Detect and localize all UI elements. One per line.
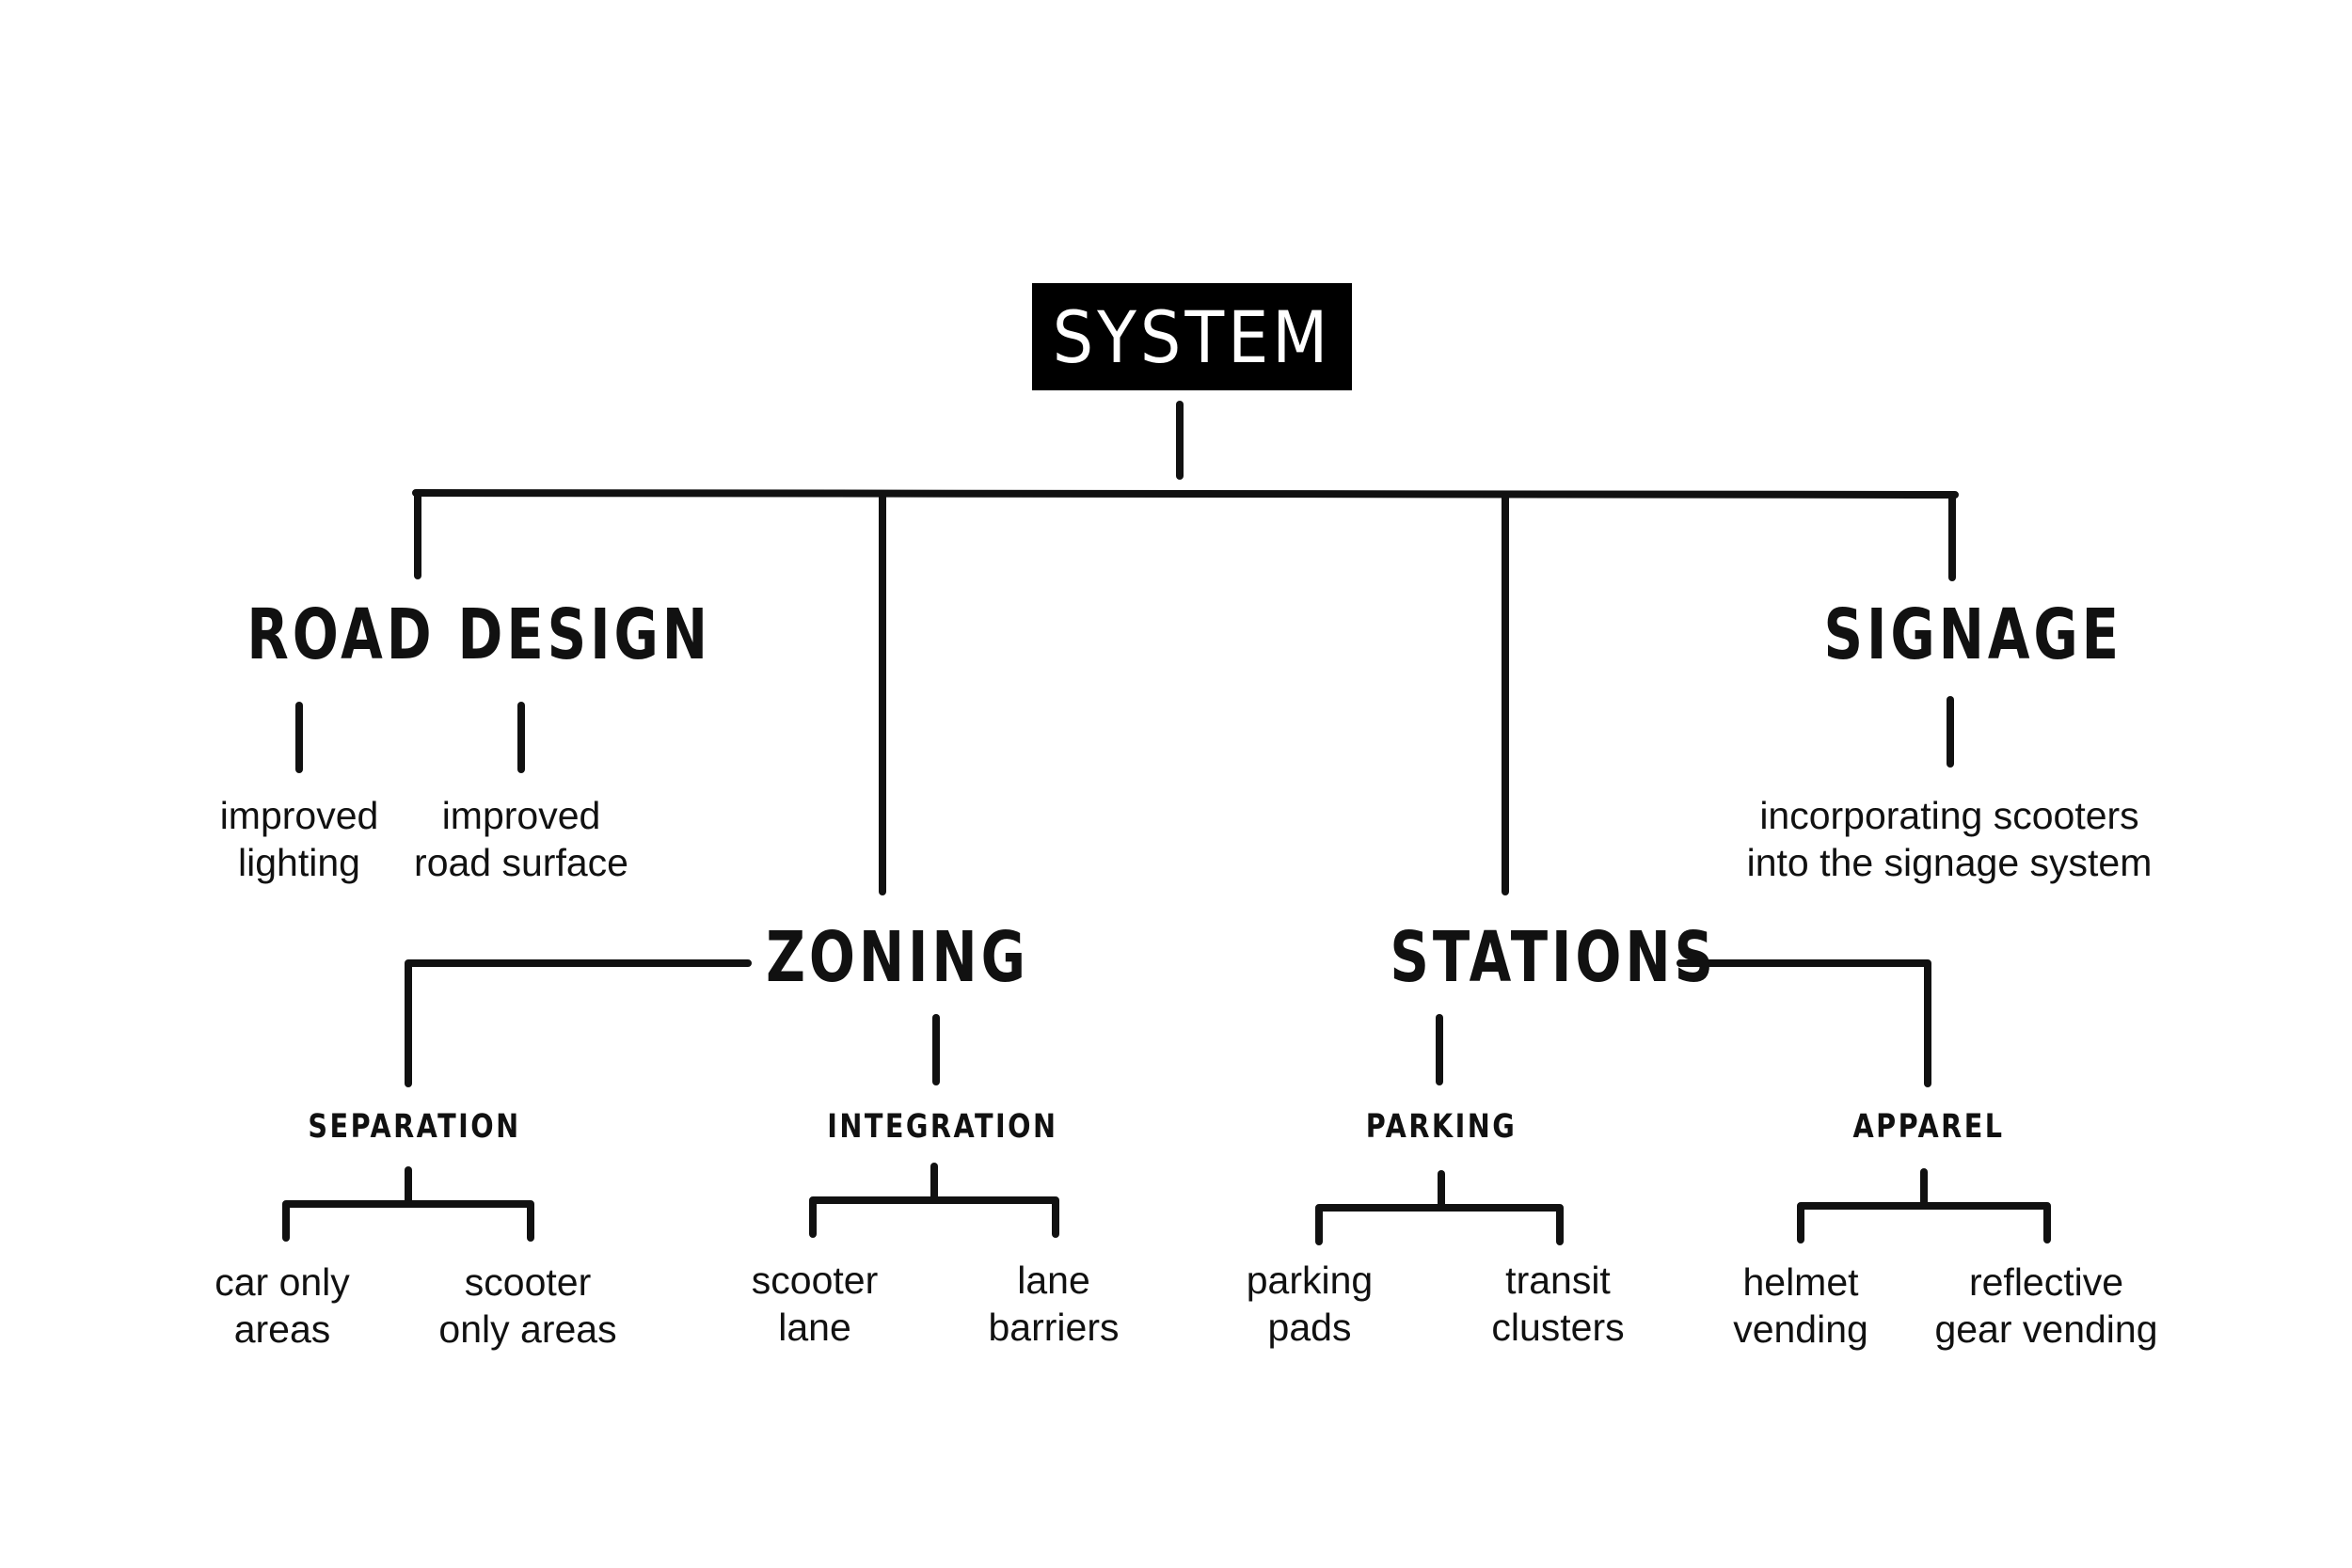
subcategory-apparel: APPAREL: [1852, 1108, 2005, 1146]
root-node-system: SYSTEM: [1032, 283, 1352, 390]
leaf-parking-pads: parking pads: [1246, 1259, 1374, 1349]
parking-bracket: [1315, 1204, 1564, 1245]
leaf-scooter-only-areas: scooter only areas: [438, 1260, 617, 1351]
separation-bracket: [282, 1200, 534, 1242]
leaf-incorporating-scooters: incorporating scooters into the signage …: [1746, 794, 2153, 884]
leaf-scooter-lane: scooter lane: [751, 1259, 879, 1349]
leaf-lane-barriers: lane barriers: [988, 1259, 1120, 1349]
apparel-bracket: [1797, 1202, 2051, 1243]
subcategory-separation: SEPARATION: [308, 1108, 521, 1146]
category-signage: SIGNAGE: [1823, 594, 2123, 675]
leaf-car-only-areas: car only areas: [215, 1260, 350, 1351]
leaf-improved-road-surface: improved road surface: [414, 794, 628, 884]
zoning-separation-elbow: [405, 959, 752, 1087]
subcategory-integration: INTEGRATION: [827, 1108, 1058, 1146]
stations-apparel-elbow: [1677, 959, 1931, 1087]
leaf-improved-lighting: improved lighting: [219, 794, 379, 884]
subcategory-parking: PARKING: [1365, 1108, 1518, 1146]
leaf-helmet-vending: helmet vending: [1733, 1260, 1868, 1351]
category-road-design: ROAD DESIGN: [246, 594, 712, 675]
integration-bracket: [809, 1196, 1059, 1238]
category-stations: STATIONS: [1390, 917, 1718, 998]
root-node-label: SYSTEM: [1052, 294, 1332, 379]
category-zoning: ZONING: [766, 917, 1029, 998]
leaf-reflective-gear-vending: reflective gear vending: [1934, 1260, 2158, 1351]
top-branch-bar: [412, 489, 1959, 499]
leaf-transit-clusters: transit clusters: [1491, 1259, 1625, 1349]
